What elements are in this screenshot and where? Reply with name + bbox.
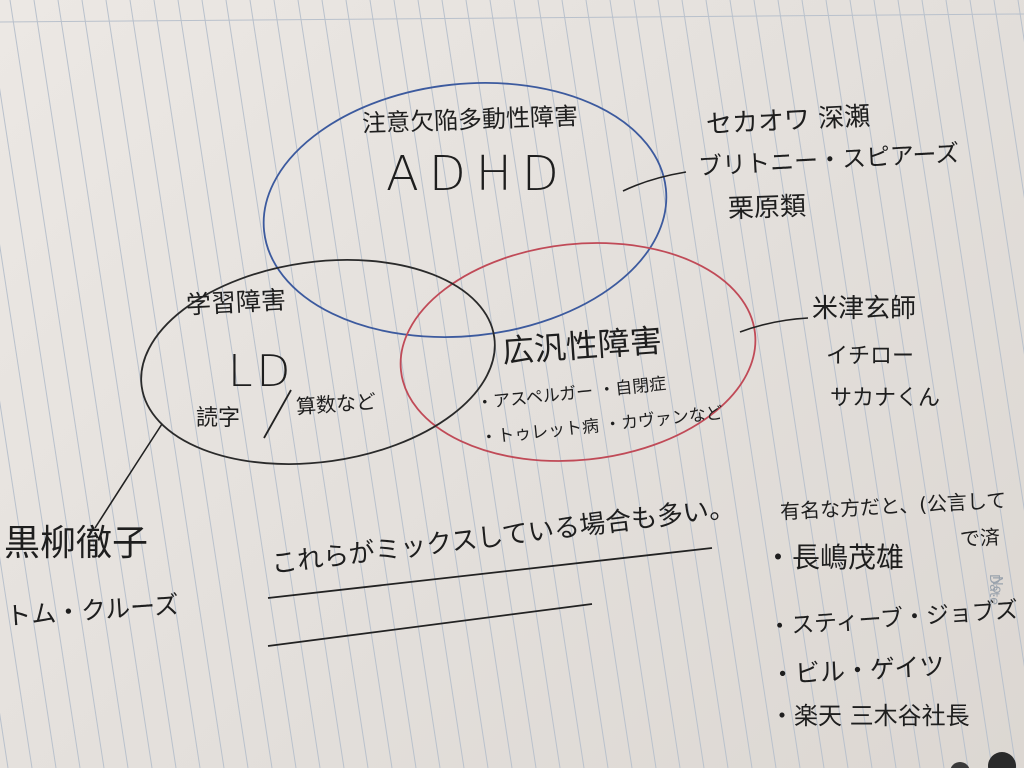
- ld-connector-line: [94, 423, 163, 529]
- ld-sub-right: 算数など: [295, 389, 377, 419]
- ruled-line: [297, 0, 417, 768]
- ruled-line: [0, 556, 33, 768]
- ruled-line: [969, 0, 1024, 355]
- ruled-line: [273, 0, 393, 768]
- pdd-example-1: 米津玄師: [812, 294, 917, 324]
- famous-item-1: ・長嶋茂雄: [764, 541, 905, 574]
- ruled-line: [9, 0, 129, 768]
- ruled-line: [465, 0, 585, 768]
- ruled-line: [537, 0, 657, 768]
- ruled-line: [849, 0, 969, 768]
- ruled-line: [753, 0, 873, 768]
- ruled-line: [441, 0, 561, 768]
- adhd-connector-line: [622, 171, 687, 192]
- ld-circle: [140, 259, 496, 465]
- ruled-line: [489, 0, 609, 768]
- ld-title: 学習障害: [185, 285, 287, 320]
- ruled-line: [417, 0, 537, 768]
- ruled-line: [0, 400, 57, 768]
- margin-date-mark: Date: [986, 574, 1001, 606]
- ruled-line: [177, 0, 297, 768]
- ruled-line: [897, 0, 1017, 768]
- ruled-line: [609, 0, 729, 768]
- binder-hole: [988, 752, 1016, 768]
- ruled-line: [369, 0, 489, 768]
- ruled-line: [0, 244, 81, 768]
- pdd-circle: [399, 242, 757, 462]
- ruled-line: [993, 0, 1024, 199]
- ruled-line: [105, 0, 225, 768]
- adhd-example-3: 栗原類: [727, 191, 807, 225]
- ruled-line: [0, 87, 105, 768]
- ruled-line: [225, 0, 345, 768]
- famous-item-4: ・楽天 三木谷社長: [770, 702, 970, 730]
- pdd-connector-line: [739, 317, 809, 333]
- adhd-title: 注意欠陥多動性障害: [361, 102, 579, 138]
- ruled-line: [129, 0, 249, 768]
- ruled-line: [201, 0, 321, 768]
- ruled-line: [825, 0, 945, 768]
- ld-divider-slash: [263, 389, 292, 439]
- mixed-note-underline-2: [267, 603, 593, 647]
- ruled-line: [393, 0, 513, 768]
- ruled-line: [57, 0, 177, 768]
- pdd-example-2: イチロー: [826, 344, 915, 369]
- ruled-line: [33, 0, 153, 768]
- ruled-line: [729, 0, 849, 768]
- ruled-line: [585, 0, 705, 768]
- famous-header-cont: で済: [959, 524, 1001, 552]
- ruled-line: [345, 0, 465, 768]
- top-margin-line: [0, 13, 1024, 23]
- ruled-line: [249, 0, 369, 768]
- ld-sub-left: 読字: [196, 406, 241, 431]
- ruled-line: [921, 0, 1024, 668]
- adhd-circle: [262, 82, 668, 338]
- ruled-line: [777, 0, 897, 768]
- binder-hole: [950, 762, 970, 768]
- ruled-line: [801, 0, 921, 768]
- pdd-title: 広汎性障害: [500, 321, 664, 371]
- ruled-line: [873, 0, 993, 768]
- ruled-line: [561, 0, 681, 768]
- ruled-line: [657, 0, 777, 768]
- ruled-line: [153, 0, 273, 768]
- ruled-line: [705, 0, 825, 768]
- ld-example-1: 黒柳徹子: [4, 523, 149, 564]
- ruled-line: [945, 0, 1024, 511]
- ld-abbr: LD: [228, 346, 295, 397]
- ruled-line: [513, 0, 633, 768]
- adhd-abbr: ADHD: [386, 146, 569, 202]
- pdd-example-3: サカナくん: [830, 386, 941, 411]
- mixed-note-underline-1: [267, 547, 713, 599]
- ruled-line: [633, 0, 753, 768]
- ruled-line: [321, 0, 441, 768]
